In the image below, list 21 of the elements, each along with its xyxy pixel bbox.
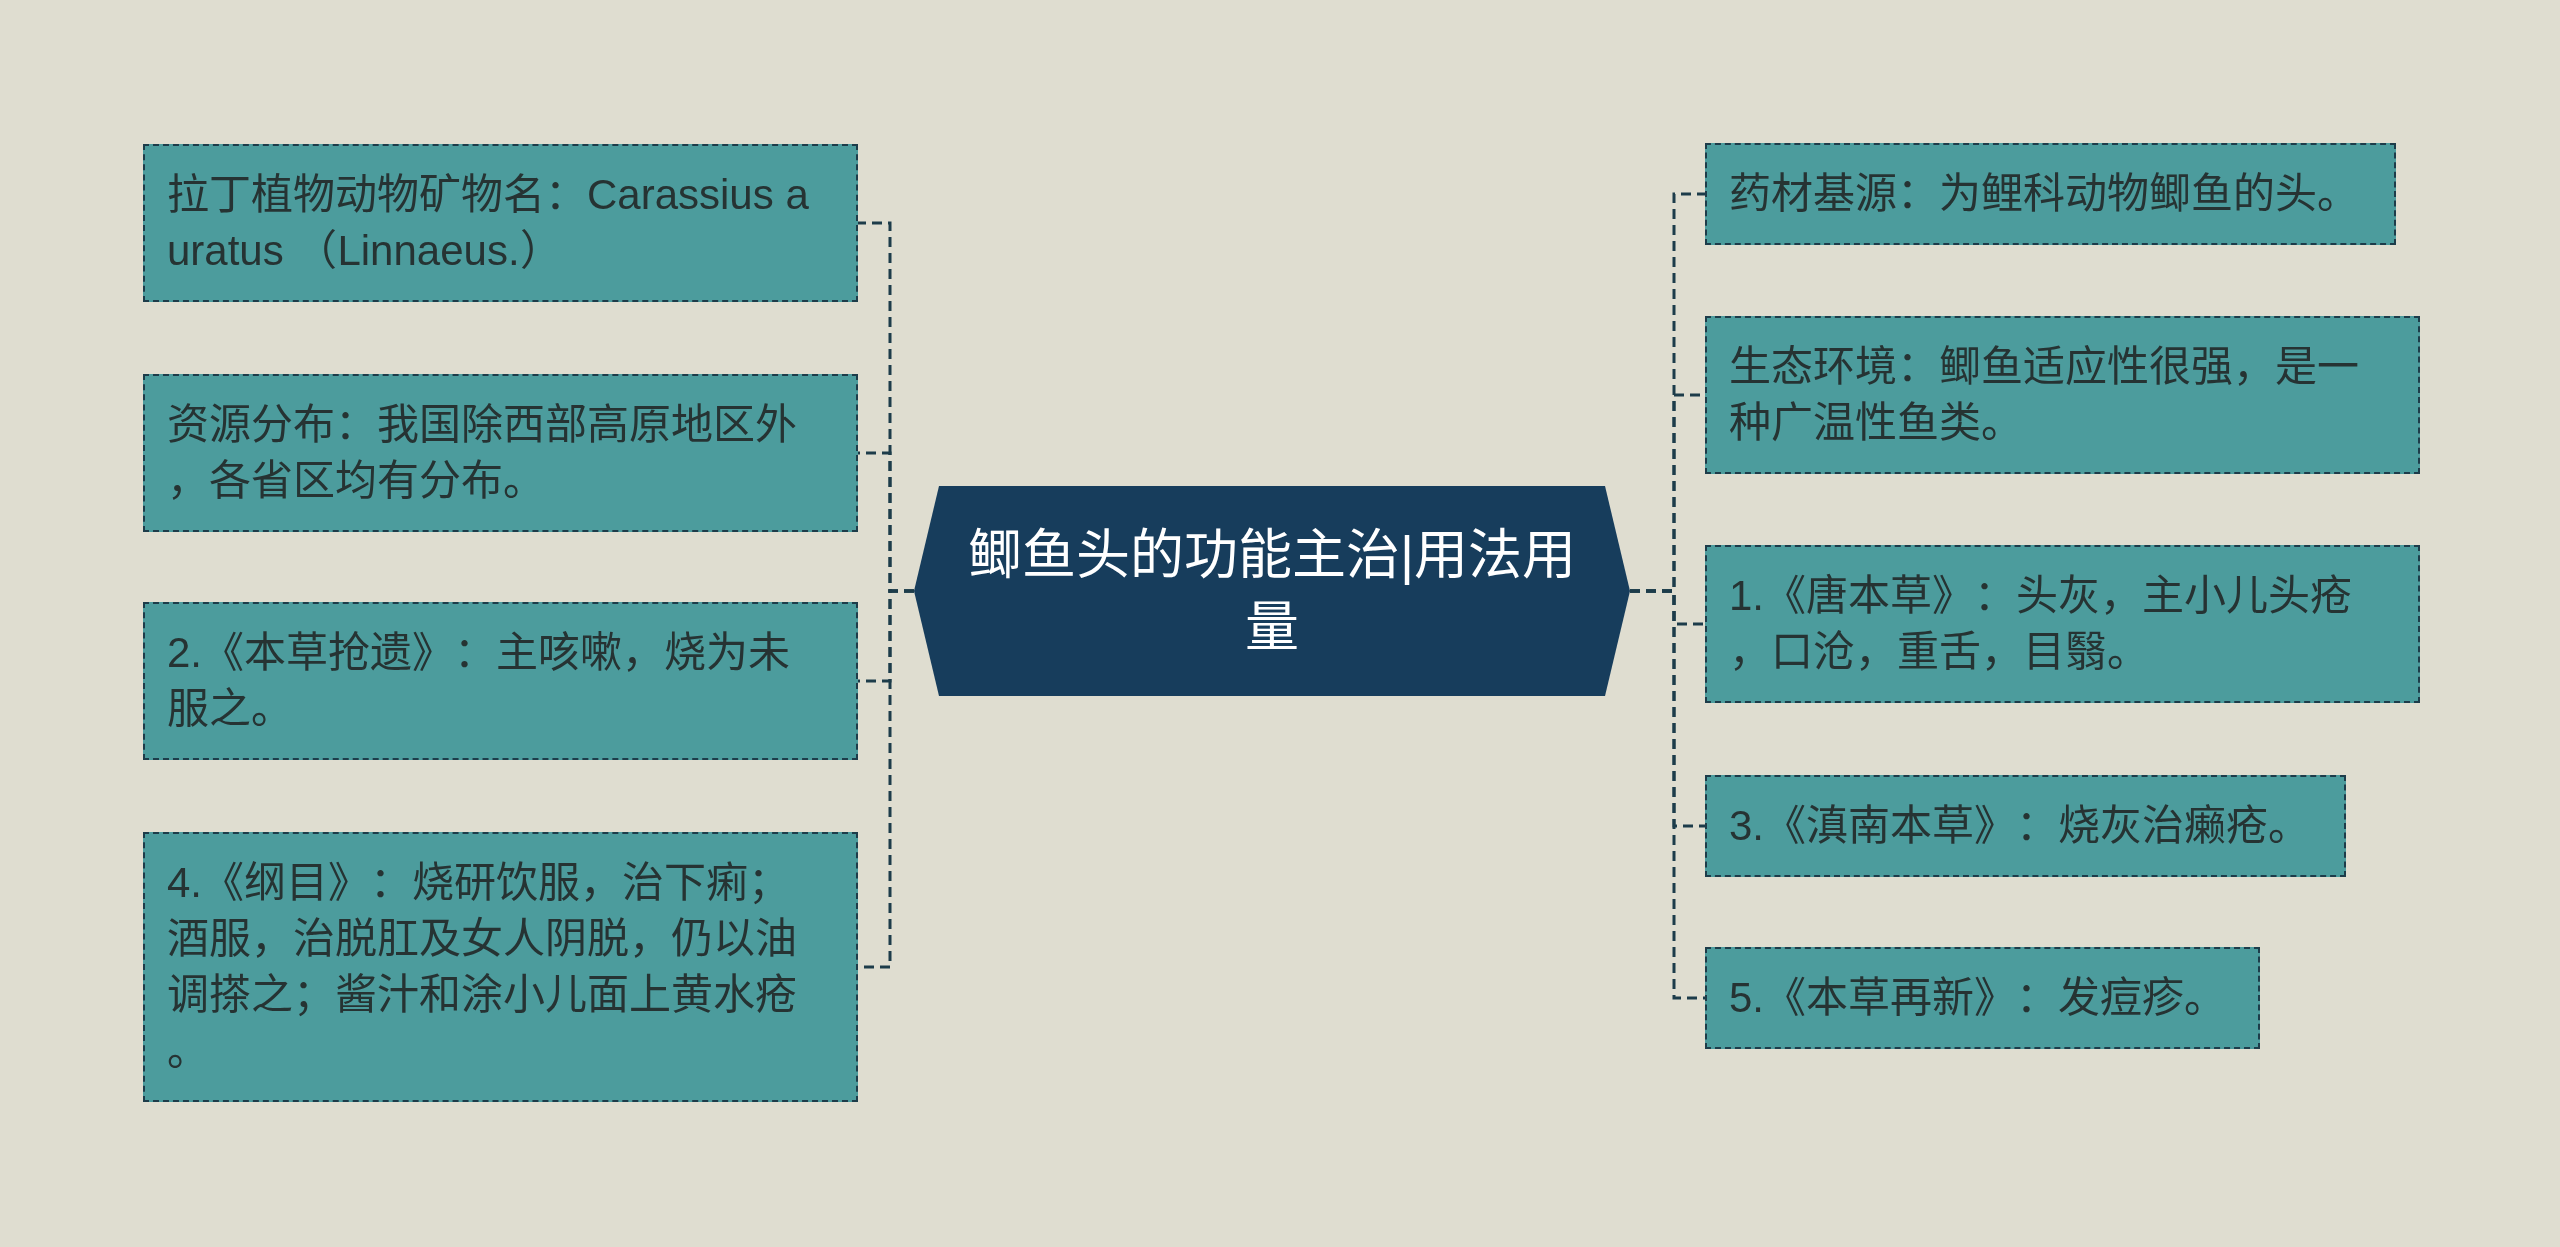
topic-text: 1.《唐本草》：头灰，主小儿头疮，口沧，重舌，目翳。 <box>1729 571 2354 677</box>
topic-text: 生态环境：鲫鱼适应性很强，是一种广温性鱼类。 <box>1729 342 2360 448</box>
central-topic-title: 鲫鱼头的功能主治|用法用量 <box>967 524 1577 659</box>
topic-box <box>1705 316 2420 474</box>
topic-box <box>143 144 858 302</box>
topic-box <box>143 602 858 760</box>
topic-box <box>1705 143 2396 245</box>
topic-box <box>1705 545 2420 703</box>
topic-text: 药材基源：为鲤科动物鲫鱼的头。 <box>1729 169 2360 219</box>
central-topic-hexagon <box>914 486 1630 696</box>
topic-box <box>143 374 858 532</box>
topic-text: 资源分布：我国除西部高原地区外，各省区均有分布。 <box>167 400 798 506</box>
connector-line <box>1630 589 1705 1000</box>
topic-text: 5.《本草再新》：发痘疹。 <box>1729 973 2228 1023</box>
topic-box <box>1705 775 2346 877</box>
topic-text: 3.《滇南本草》：烧灰治癞疮。 <box>1729 801 2312 851</box>
topic-text: 4.《纲目》：烧研饮服，治下痢；酒服，治脱肛及女人阴脱，仍以油调搽之；酱汁和涂小儿面上黄水疮。 <box>167 858 798 1076</box>
topic-text: 拉丁植物动物矿物名：Carassius auratus （Linnaeus.） <box>167 170 810 276</box>
topic-box <box>143 832 858 1102</box>
topic-text: 2.《本草抢遗》：主咳嗽，烧为未服之。 <box>167 628 792 734</box>
topic-box <box>1705 947 2260 1049</box>
